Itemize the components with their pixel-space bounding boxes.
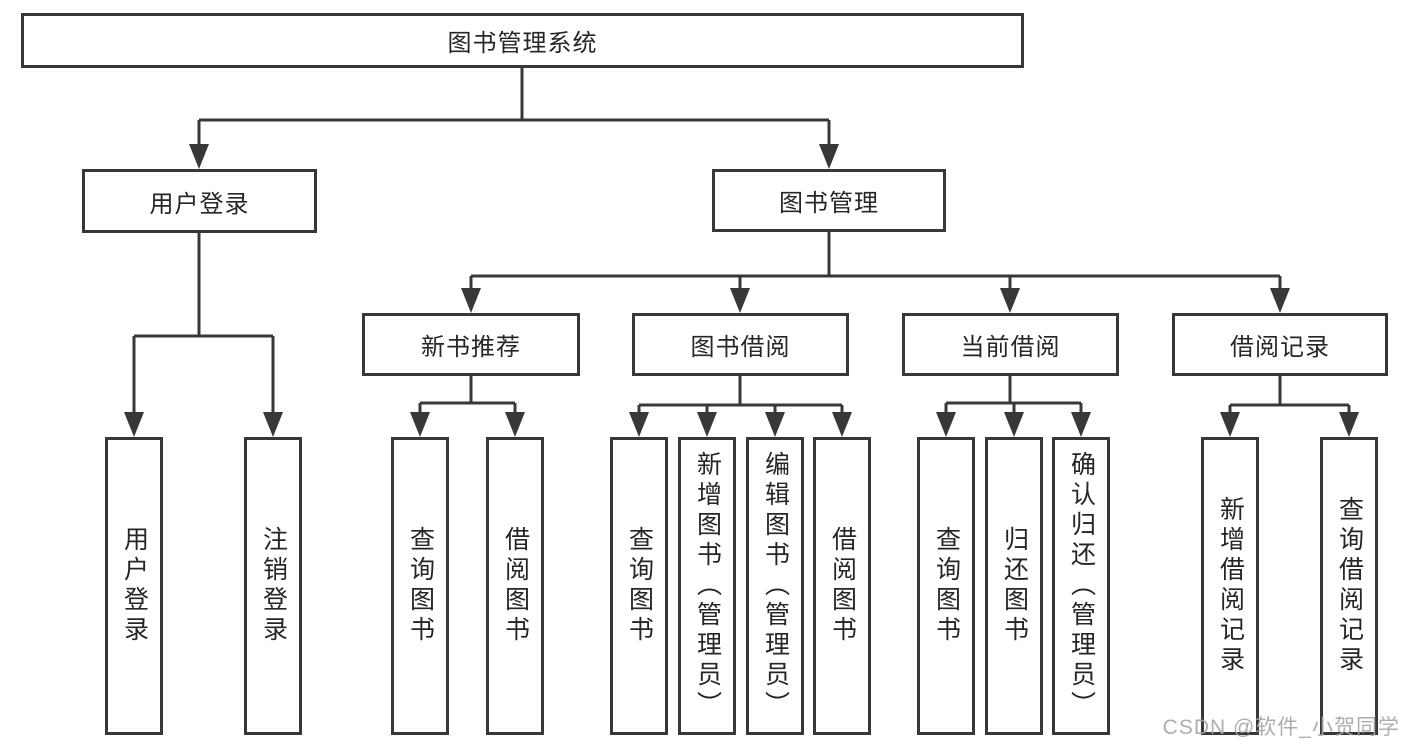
leaf-query-books-borrowing-label: 查询图书 [625, 526, 654, 646]
leaf-query-borrowing-record-label: 查询借阅记录 [1335, 496, 1364, 676]
leaf-return-books: 归还图书 [985, 437, 1043, 735]
leaf-confirm-return-admin: 确认归还（管理员） [1052, 437, 1110, 735]
leaf-query-books-borrowing: 查询图书 [610, 437, 668, 735]
node-book-borrowing: 图书借阅 [632, 313, 849, 376]
connector-userlogin-to-leaves [132, 233, 275, 418]
leaf-add-borrowing-record: 新增借阅记录 [1201, 437, 1259, 735]
node-book-borrowing-label: 图书借阅 [690, 334, 791, 361]
leaf-query-books-current: 查询图书 [917, 437, 975, 735]
leaf-add-books-admin: 新增图书（管理员） [678, 437, 736, 735]
leaf-borrow-books-recommend: 借阅图书 [486, 437, 544, 735]
csdn-watermark: CSDN @软件_小贺同学 [1162, 716, 1400, 739]
node-root-label: 图书管理系统 [447, 30, 598, 57]
connector-records-to-leaves [1228, 376, 1351, 420]
node-book-management: 图书管理 [712, 169, 946, 232]
connector-current-to-leaves [944, 376, 1083, 420]
leaf-query-borrowing-record: 查询借阅记录 [1320, 437, 1378, 735]
node-root-system: 图书管理系统 [21, 13, 1024, 68]
leaf-logout-label: 注销登录 [259, 526, 288, 646]
leaf-query-books-current-label: 查询图书 [932, 526, 961, 646]
leaf-add-borrowing-record-label: 新增借阅记录 [1216, 496, 1245, 676]
node-current-borrowing: 当前借阅 [902, 313, 1119, 376]
node-borrowing-records-label: 借阅记录 [1230, 334, 1330, 361]
connector-bookmgmt-to-level3 [469, 232, 1282, 295]
node-book-management-label: 图书管理 [779, 190, 879, 217]
connector-newbook-to-leaves [418, 376, 517, 420]
leaf-borrow-books-borrowing-label: 借阅图书 [828, 526, 857, 646]
leaf-user-login: 用户登录 [105, 437, 163, 735]
node-user-login-label: 用户登录 [149, 190, 250, 218]
leaf-user-login-label: 用户登录 [120, 526, 149, 646]
connector-borrowing-to-leaves [637, 376, 844, 420]
node-current-borrowing-label: 当前借阅 [960, 334, 1061, 361]
node-new-book-recommend-label: 新书推荐 [421, 334, 521, 361]
leaf-query-books-recommend: 查询图书 [391, 437, 449, 735]
leaf-logout: 注销登录 [244, 437, 302, 735]
leaf-return-books-label: 归还图书 [1000, 526, 1029, 646]
connector-root-to-level2 [197, 68, 831, 150]
leaf-query-books-recommend-label: 查询图书 [406, 526, 435, 646]
leaf-edit-books-admin: 编辑图书（管理员） [746, 437, 804, 735]
leaf-add-books-admin-label: 新增图书（管理员） [693, 451, 722, 721]
node-new-book-recommend: 新书推荐 [362, 313, 580, 376]
node-borrowing-records: 借阅记录 [1172, 313, 1388, 376]
leaf-edit-books-admin-label: 编辑图书（管理员） [761, 451, 790, 721]
leaf-borrow-books-recommend-label: 借阅图书 [501, 526, 530, 646]
leaf-confirm-return-admin-label: 确认归还（管理员） [1067, 451, 1096, 721]
leaf-borrow-books-borrowing: 借阅图书 [813, 437, 871, 735]
node-user-login: 用户登录 [82, 169, 317, 233]
